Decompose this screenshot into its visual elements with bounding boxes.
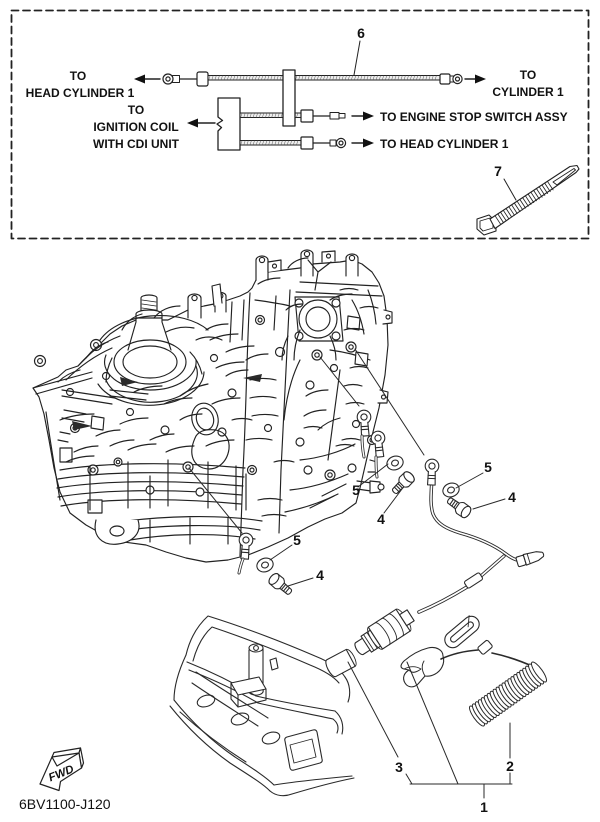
svg-text:TO: TO	[70, 69, 86, 83]
svg-text:IGNITION COIL: IGNITION COIL	[93, 120, 178, 134]
svg-text:6BV1100-J120: 6BV1100-J120	[19, 796, 111, 812]
svg-text:1: 1	[480, 799, 488, 815]
svg-text:3: 3	[395, 759, 403, 775]
svg-text:7: 7	[494, 163, 502, 179]
svg-text:5: 5	[352, 482, 360, 498]
svg-text:5: 5	[293, 532, 301, 548]
svg-text:HEAD CYLINDER 1: HEAD CYLINDER 1	[26, 86, 135, 100]
svg-text:4: 4	[508, 489, 516, 505]
svg-text:4: 4	[377, 511, 385, 527]
svg-text:CYLINDER 1: CYLINDER 1	[492, 85, 564, 99]
svg-text:5: 5	[484, 459, 492, 475]
svg-text:TO HEAD CYLINDER 1: TO HEAD CYLINDER 1	[380, 137, 509, 151]
svg-text:TO: TO	[520, 68, 536, 82]
svg-text:WITH CDI UNIT: WITH CDI UNIT	[93, 137, 180, 151]
svg-text:2: 2	[506, 758, 514, 774]
svg-text:6: 6	[357, 25, 365, 41]
svg-text:4: 4	[316, 567, 324, 583]
svg-text:TO: TO	[128, 103, 144, 117]
svg-text:TO ENGINE STOP SWITCH ASSY: TO ENGINE STOP SWITCH ASSY	[380, 110, 568, 124]
